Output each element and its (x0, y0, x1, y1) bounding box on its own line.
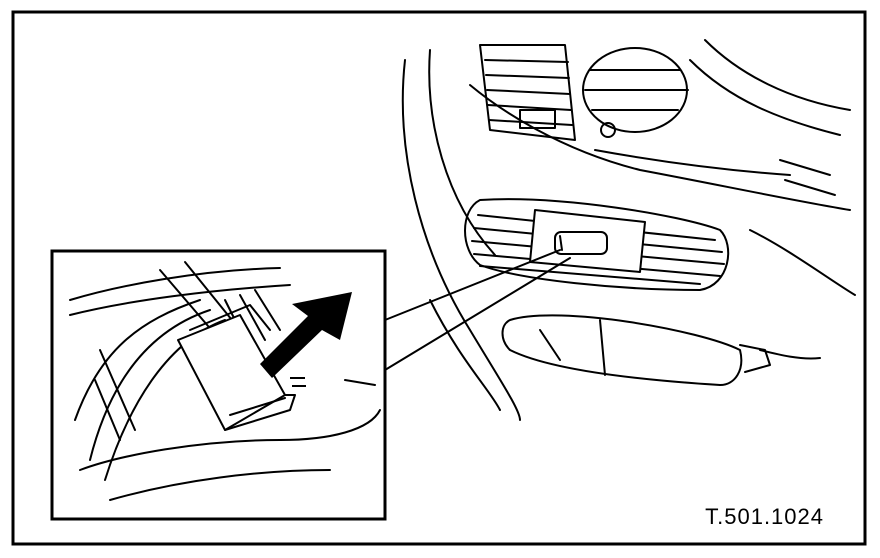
dashboard-drawing (384, 39, 856, 421)
steering-column-lever (501, 314, 821, 386)
switch-closeup (177, 304, 296, 431)
round-dial (582, 47, 689, 138)
pointer-arrow-icon (260, 292, 352, 378)
upper-air-vent (479, 44, 576, 141)
leader-line-bottom (384, 257, 571, 371)
inset-detail (50, 249, 387, 521)
leader-line-top (384, 249, 561, 321)
reference-code: T.501.1024 (705, 504, 824, 529)
hazard-switch-detail (529, 209, 646, 273)
